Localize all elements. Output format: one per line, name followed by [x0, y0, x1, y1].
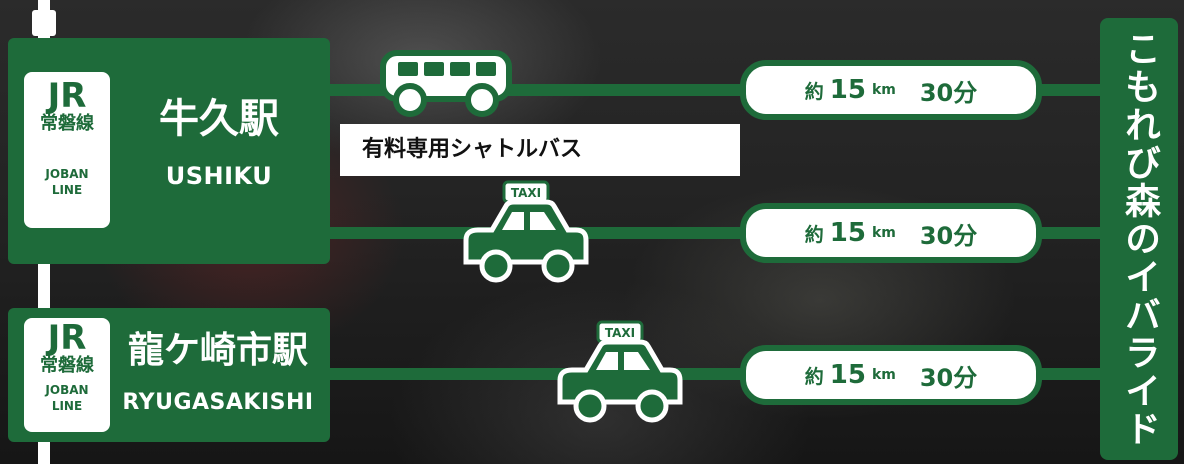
line-name-en-2: LINE: [51, 183, 83, 197]
line-name-jp: 常磐線: [40, 355, 94, 376]
destination-panel: こもれび森のイバライド: [1100, 18, 1178, 460]
distance-time-pill-bus: 約 15 km 30分: [740, 60, 1042, 120]
rail-line-top-tick: [32, 10, 56, 36]
distance-value: 15: [829, 360, 866, 390]
line-name-en-1: JOBAN: [45, 383, 89, 397]
taxi-sign-text: TAXI: [511, 186, 541, 200]
shuttle-bus-label: 有料専用シャトルバス: [340, 124, 740, 176]
station-card-ryugasakishi: JR 常磐線 JOBAN LINE 龍ケ崎市駅 RYUGASAKISHI: [8, 308, 330, 442]
taxi-sign-text: TAXI: [605, 326, 635, 340]
station-name-en: RYUGASAKISHI: [122, 390, 314, 415]
jr-joban-line-badge: JR 常磐線 JOBAN LINE: [24, 318, 110, 432]
distance-value: 15: [829, 218, 866, 248]
station-name-jp: 牛久駅: [159, 96, 279, 142]
station-name-jp: 龍ケ崎市駅: [127, 330, 308, 371]
distance-unit: km: [871, 367, 896, 383]
distance-time-pill-taxi-ryugasaki: 約 15 km 30分: [740, 345, 1042, 405]
line-name-en-2: LINE: [51, 399, 83, 413]
approx-label: 約: [804, 365, 824, 388]
approx-label: 約: [804, 80, 824, 103]
bus-icon: [380, 50, 512, 117]
taxi-icon: TAXI: [557, 320, 683, 423]
station-card-ushiku: JR 常磐線 JOBAN LINE 牛久駅 USHIKU: [8, 38, 330, 264]
distance-unit: km: [871, 225, 896, 241]
taxi-icon: TAXI: [463, 180, 589, 283]
line-name-jp: 常磐線: [40, 113, 94, 134]
distance-time-pill-taxi-ushiku: 約 15 km 30分: [740, 203, 1042, 263]
travel-time: 30分: [919, 363, 978, 392]
travel-time: 30分: [919, 221, 978, 250]
approx-label: 約: [804, 223, 824, 246]
destination-name: こもれび森のイバライド: [1119, 30, 1160, 448]
station-name-en: USHIKU: [165, 162, 273, 190]
travel-time: 30分: [919, 78, 978, 107]
line-name-en-1: JOBAN: [45, 167, 89, 181]
jr-joban-line-badge: JR 常磐線 JOBAN LINE: [24, 72, 110, 228]
distance-value: 15: [829, 75, 866, 105]
jr-mark: JR: [47, 318, 87, 358]
jr-mark: JR: [47, 76, 87, 116]
distance-unit: km: [871, 82, 896, 98]
